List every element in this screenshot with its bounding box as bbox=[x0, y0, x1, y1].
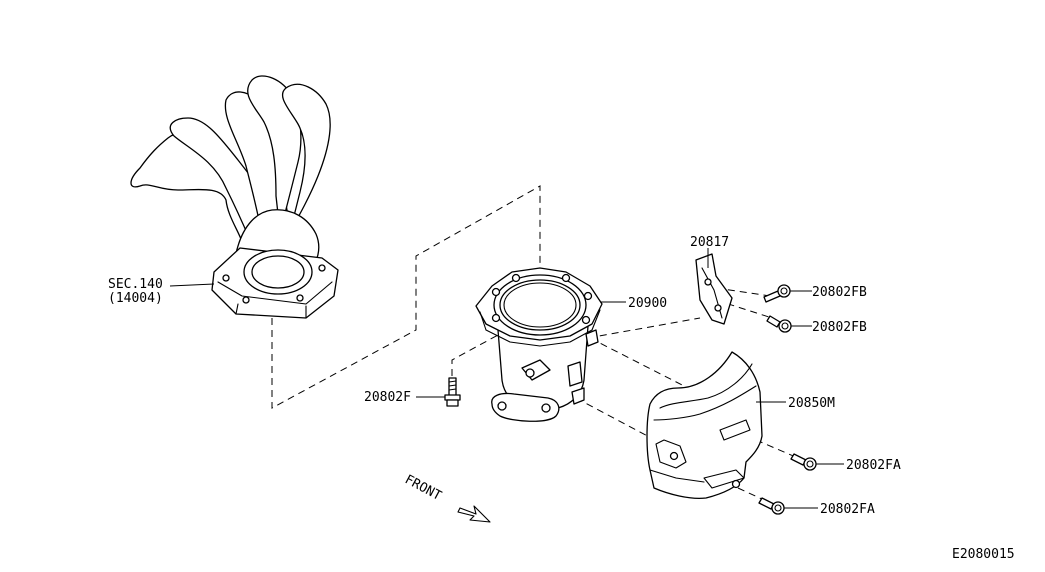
assembly-line-bolt-catalyst bbox=[451, 334, 499, 376]
bolt-fa-lower-label: 20802FA bbox=[820, 502, 875, 517]
bolt-fb-lower-label: 20802FB bbox=[812, 320, 867, 335]
assembly-line-bracket-bolt bbox=[715, 287, 771, 297]
catalyst-label: 20900 bbox=[628, 296, 667, 311]
bracket-20817 bbox=[695, 253, 733, 325]
manifold-leader bbox=[169, 283, 215, 287]
manifold-label-line2: (14004) bbox=[108, 291, 163, 306]
bolt-20802f bbox=[444, 377, 461, 407]
catalytic-converter bbox=[475, 267, 603, 422]
assembly-line-shield-bolt-lower bbox=[737, 487, 765, 501]
front-indicator: FRONT bbox=[402, 472, 491, 523]
bolt-f-label: 20802F bbox=[364, 390, 411, 405]
heat-shield-label: 20850M bbox=[788, 396, 835, 411]
bolt-20802fb-upper bbox=[763, 284, 791, 303]
bolt-20802fb-lower bbox=[766, 315, 792, 333]
assembly-line-shield-bolt bbox=[755, 439, 799, 459]
front-label: FRONT bbox=[402, 472, 444, 504]
front-arrow-icon bbox=[457, 505, 491, 523]
bolt-fa-upper-label: 20802FA bbox=[846, 458, 901, 473]
assembly-line-catalyst-shield bbox=[589, 337, 689, 389]
assembly-line-catalyst-bracket bbox=[587, 317, 701, 339]
bolt-fb-upper-label: 20802FB bbox=[812, 285, 867, 300]
diagram-code: E2080015 bbox=[952, 547, 1015, 562]
bracket-label: 20817 bbox=[690, 235, 729, 250]
bolt-20802fa-upper bbox=[790, 453, 817, 471]
assembly-line-manifold-catalyst bbox=[271, 185, 541, 409]
assembly-line-bracket-bolt-lower bbox=[715, 299, 773, 319]
bolt-20802fa-lower bbox=[758, 497, 785, 515]
heat-shield-20850m bbox=[646, 351, 763, 500]
manifold-label-line1: SEC.140 bbox=[108, 277, 163, 292]
exhaust-manifold bbox=[130, 75, 339, 319]
